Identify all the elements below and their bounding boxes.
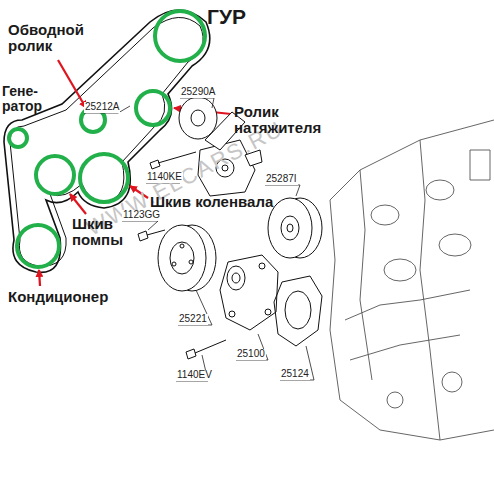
water-pump (220, 255, 278, 330)
callout-number: 1140KE (146, 172, 183, 183)
part-label: ГУР (207, 6, 246, 28)
callout-number: 25290A (180, 87, 216, 98)
callout-number: 25221 (178, 314, 208, 325)
callout-number: 1123GG (122, 210, 161, 221)
callout-number: 25287I (265, 174, 298, 185)
pump-pulley (158, 225, 216, 291)
callout-number: 25212A (84, 102, 120, 113)
part-label: Шкив коленвала (150, 194, 273, 210)
callout-number: 25124 (280, 369, 310, 380)
engine-block (330, 120, 494, 440)
part-label: Гене- ратор (2, 84, 46, 113)
callout-number: 1140EV (176, 370, 213, 381)
idler-pulley (268, 198, 322, 258)
part-label: Шкив помпы (72, 216, 128, 248)
callout-number: 25100 (236, 349, 266, 360)
pump-gasket (274, 276, 322, 346)
part-label: Ролик натяжителя (234, 104, 334, 136)
part-label: Кондиционер (8, 289, 108, 305)
part-label: Обводной ролик (8, 22, 90, 54)
